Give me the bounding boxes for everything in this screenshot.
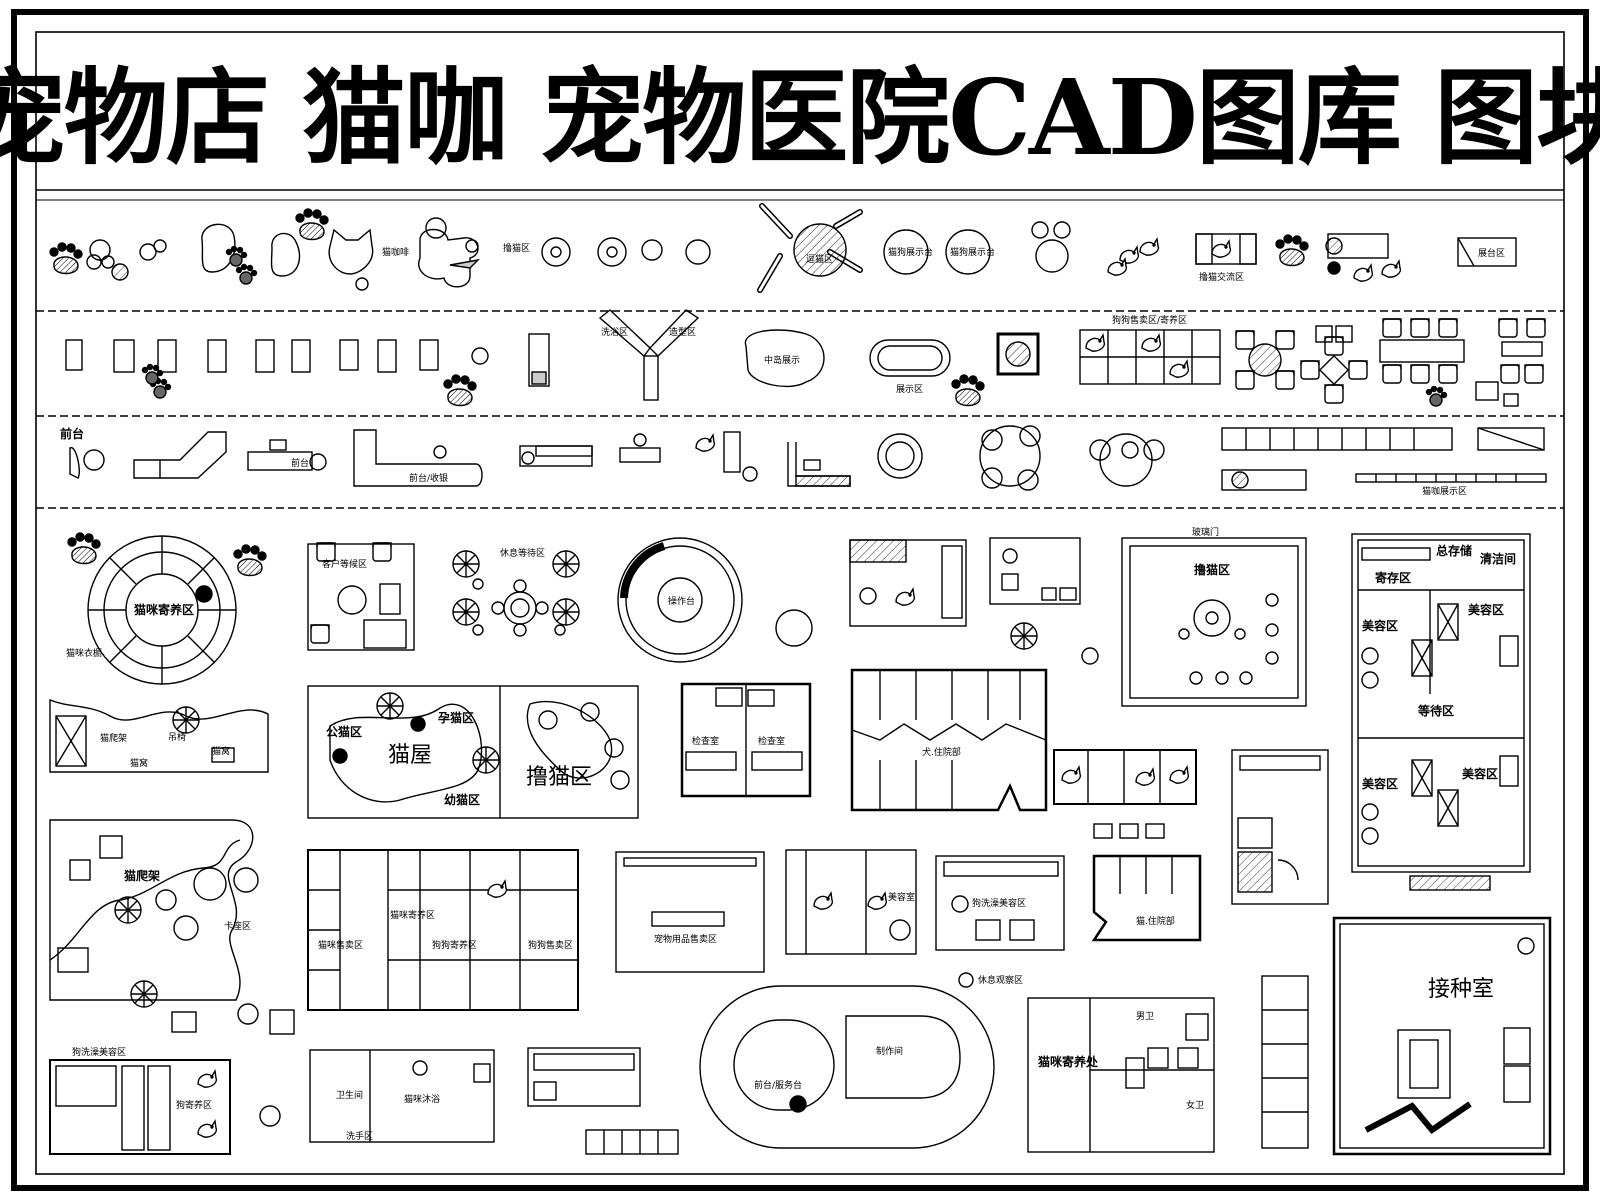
plan-toilet: 卫生间	[336, 1089, 363, 1101]
plan-cat-boarding-3: 猫咪寄养处	[1038, 1054, 1099, 1069]
inner-frame	[35, 31, 1565, 1175]
plan-climb-frame-1: 猫爬架	[100, 732, 127, 744]
plan-waiting: 等待区	[1417, 703, 1454, 718]
row2-dog-sale-label: 狗狗售卖区/寄养区	[1112, 314, 1187, 326]
plan-dog-inpatient: 犬.住院部	[922, 746, 961, 758]
outer-frame	[11, 9, 1589, 1191]
plan-exam-1: 检查室	[692, 735, 719, 747]
plan-pregnant-cat: 孕猫区	[438, 710, 474, 725]
plan-cat-nest: 猫窝	[212, 745, 230, 757]
row3-cafe-display: 猫咖展示区	[1422, 485, 1467, 497]
plan-mens: 男卫	[1136, 1011, 1154, 1022]
plan-hanging-chair: 吊椅	[168, 731, 186, 743]
plan-rest-observe: 休息观察区	[978, 974, 1023, 986]
svg-text:卡座区: 卡座区	[224, 920, 251, 932]
plan-prep-room: 制作间	[876, 1045, 903, 1057]
plan-total-storage: 总存储	[1436, 543, 1472, 558]
row2-style-label-1: 造型区	[669, 326, 696, 338]
row3-reception-2: 前台	[291, 457, 309, 469]
plan-womens: 女卫	[1186, 1099, 1204, 1111]
plan-grooming-1: 美容区	[1362, 618, 1398, 633]
plan-rest-wait: 休息等待区	[500, 547, 545, 559]
plan-kitten: 幼猫区	[444, 792, 480, 807]
plan-lumao-room: 撸猫区	[1194, 562, 1230, 577]
plan-grooming-4: 美容区	[1462, 766, 1498, 781]
svg-text:猫咖啡: 猫咖啡	[382, 246, 409, 258]
page-title: 宠物店 猫咖 宠物医院CAD图库 图块	[0, 55, 1600, 179]
plan-grooming-room: 美容室	[888, 891, 915, 903]
plan-service-desk: 前台/服务台	[754, 1079, 802, 1091]
plan-grooming-3: 美容区	[1362, 776, 1398, 791]
row2-island-label: 中岛展示	[764, 354, 800, 366]
plan-exam-2: 检查室	[758, 735, 785, 747]
plan-male-cat: 公猫区	[326, 724, 362, 739]
plan-vaccination-room: 接种室	[1428, 977, 1494, 1002]
plan-dog-sale: 狗狗售卖区	[528, 939, 573, 951]
row3-reception-1: 前台	[60, 426, 84, 441]
plan-cat-boarding: 猫咪寄养区	[134, 602, 194, 617]
plan-dog-boarding: 狗狗寄养区	[432, 939, 477, 951]
plan-dog-bath: 狗洗澡美容区	[972, 897, 1026, 909]
row3-blocks: 前台 前台 前台/收银	[60, 425, 1547, 497]
plan-cat-house: 猫屋	[388, 743, 432, 768]
row1-display-2: 猫狗展示台	[950, 246, 995, 258]
plan-dog-boarding-2: 狗寄养区	[176, 1099, 212, 1111]
row1-blocks: 猫咖啡 撸猫区 逗猫区 猫狗展示台 猫狗展示台 撸猫交流区 展台区	[49, 203, 1517, 293]
plan-cat-inpatient: 猫.住院部	[1136, 915, 1175, 927]
plan-lumao-2: 撸猫区	[526, 765, 592, 790]
row1-exchange-label: 撸猫交流区	[1199, 271, 1244, 283]
plan-cat-bath: 猫咪沐浴	[404, 1093, 440, 1105]
plan-operation-desk: 操作台	[668, 595, 695, 607]
svg-text:猫窝: 猫窝	[130, 757, 148, 769]
plan-grooming-2: 美容区	[1468, 602, 1504, 617]
row1-display-1: 猫狗展示台	[888, 246, 933, 258]
plan-pet-supplies: 宠物用品售卖区	[654, 933, 717, 945]
plan-customer-wait: 客户等候区	[322, 558, 367, 570]
row1-tiaomao-label: 逗猫区	[806, 253, 833, 265]
plan-climb-frame-2: 猫爬架	[124, 868, 160, 883]
plan-cat-sale: 猫咪售卖区	[318, 939, 363, 951]
row3-cashier-label: 前台/收银	[409, 472, 448, 484]
row2-bath-label: 洗浴区	[601, 326, 628, 338]
plan-cat-boarding-2: 猫咪寄养区	[390, 909, 435, 921]
plan-dog-bath-2: 狗洗澡美容区	[72, 1046, 126, 1058]
row1-lumao-label: 撸猫区	[503, 242, 530, 254]
row1-display-area: 展台区	[1478, 247, 1505, 259]
row2-blocks: 洗浴区 造型区 中岛展示 展示区 狗狗售卖区/寄养区	[65, 309, 1546, 407]
plan-handwash: 洗手区	[346, 1130, 373, 1142]
plan-blocks: 猫咪寄养区 猫咪衣橱 客户等候区 休息等待区 操作台	[49, 526, 1552, 1156]
plan-storage: 寄存区	[1375, 570, 1411, 585]
plan-glass-door: 玻璃门	[1192, 526, 1219, 538]
plan-cat-wardrobe: 猫咪衣橱	[66, 647, 102, 659]
plan-cleaning-room: 清洁间	[1480, 551, 1516, 566]
row2-display-label: 展示区	[896, 384, 923, 395]
